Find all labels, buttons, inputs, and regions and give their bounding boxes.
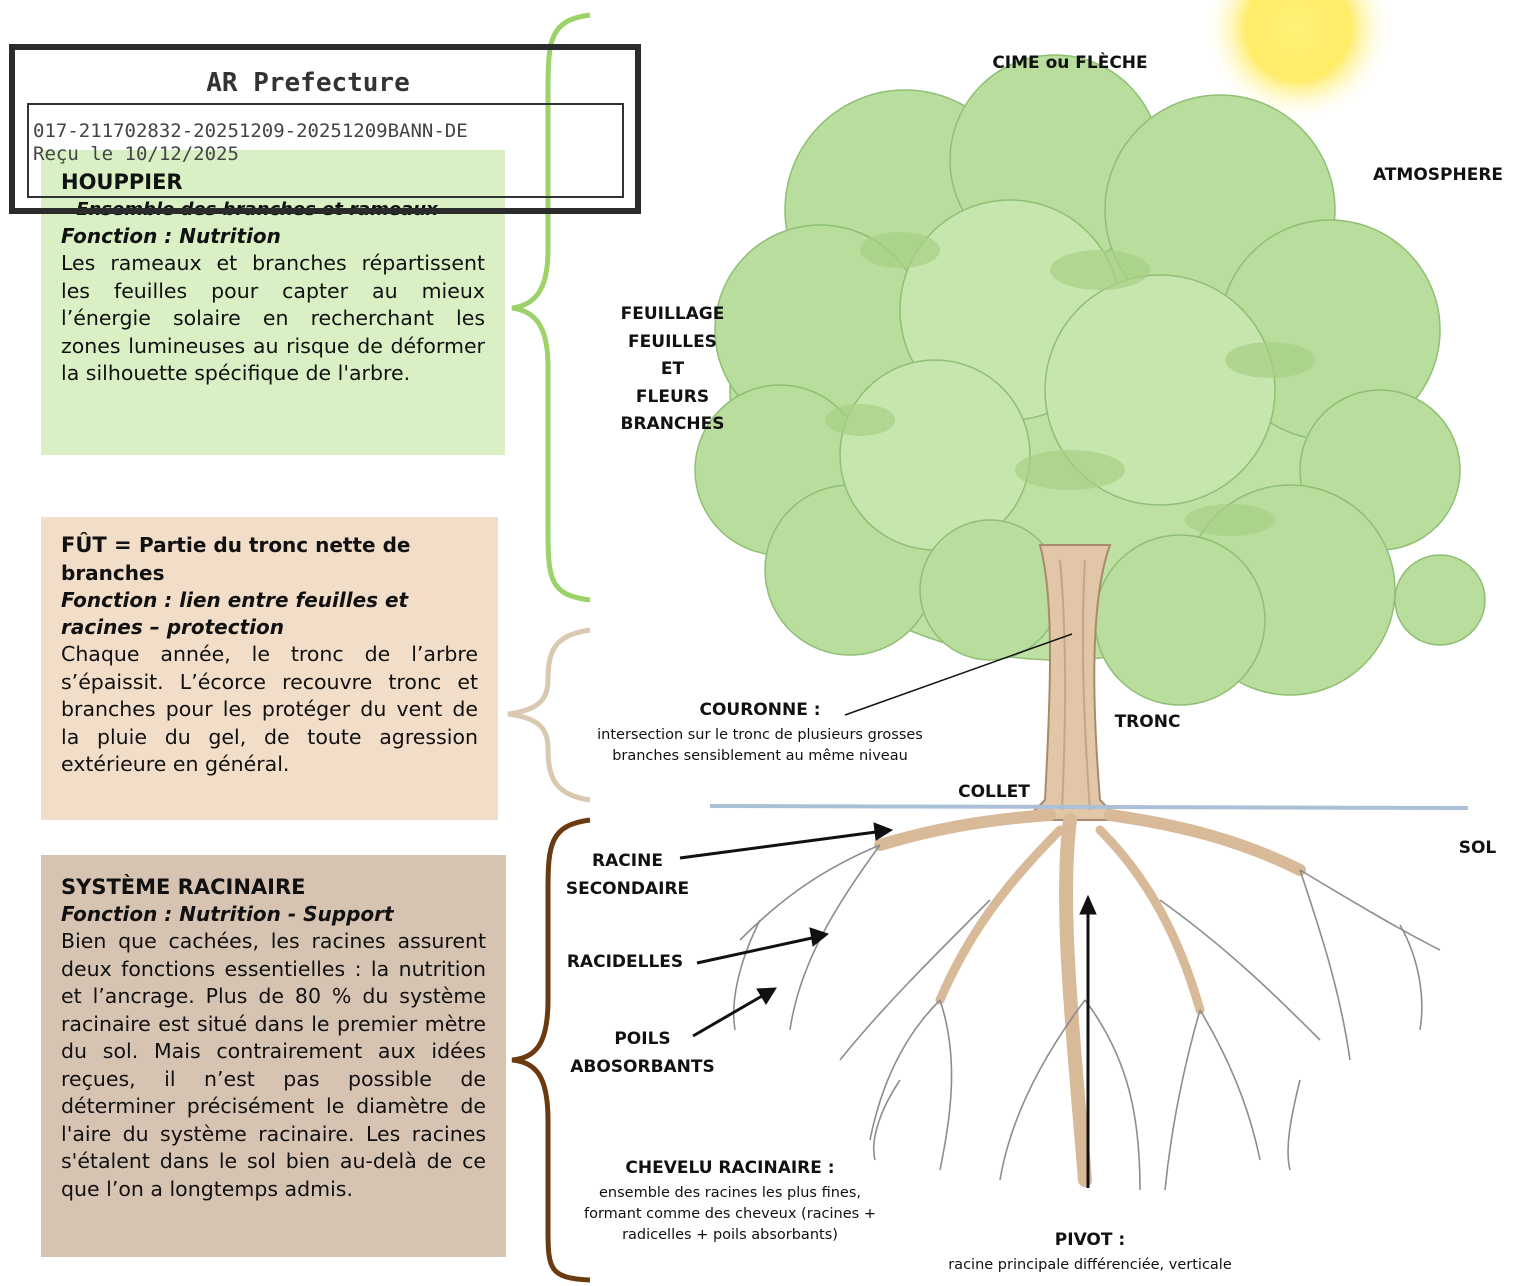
couronne-title: COURONNE : (699, 700, 821, 720)
chevelu-title: CHEVELU RACINAIRE : (625, 1158, 835, 1178)
label-pivot: PIVOT : racine principale différenciée, … (920, 1227, 1260, 1276)
foliage-shading (825, 232, 1315, 536)
fut-fonction: Fonction : lien entre feuilles et racine… (61, 588, 409, 639)
fut-title-rest: Partie du tronc nette de branches (61, 533, 411, 585)
prefecture-stamp (9, 44, 641, 214)
feuillage-line-3: ET (660, 359, 685, 379)
brace-houppier (511, 12, 591, 603)
feuillage-line-2: FEUILLES (628, 331, 717, 352)
fut-text: Chaque année, le tronc de l’arbre s’épai… (61, 642, 478, 776)
label-tronc: TRONC (1114, 712, 1181, 732)
houppier-title: HOUPPIER (61, 170, 183, 194)
main-roots (874, 809, 1306, 1187)
feuillage-line-4: FLEURS (635, 386, 710, 407)
racinaire-box: SYSTÈME RACINAIRE Fonction : Nutrition -… (41, 855, 506, 1257)
houppier-fonction: Fonction : Nutrition (61, 224, 281, 248)
fut-title: FÛT = Partie du tronc nette de branches (61, 531, 478, 587)
houppier-text: Les rameaux et branches répartissent les… (61, 251, 485, 385)
poils-line-1: POILS (614, 1029, 671, 1049)
label-sol: SOL (1458, 838, 1497, 858)
racine-line-1: RACINE (592, 851, 663, 871)
pivot-text: racine principale différenciée, vertical… (948, 1256, 1232, 1273)
label-chevelu: CHEVELU RACINAIRE : ensemble des racines… (560, 1155, 900, 1246)
poils-line-2: ABOSORBANTS (570, 1056, 715, 1077)
chevelu-text-2: formant comme des cheveux (racines + (584, 1205, 876, 1222)
fine-roots (732, 844, 1441, 1191)
sun (1203, 0, 1393, 123)
pivot-title: PIVOT : (1054, 1230, 1126, 1250)
racinaire-title: SYSTÈME RACINAIRE (61, 875, 306, 899)
label-cime: CIME ou FLÈCHE (992, 53, 1148, 73)
feuillage-line-1: FEUILLAGE (620, 304, 725, 324)
brace-fut (507, 627, 591, 803)
chevelu-text-3: radicelles + poils absorbants) (622, 1226, 838, 1243)
label-atmosphere: ATMOSPHERE (1372, 165, 1504, 185)
label-collet: COLLET (958, 782, 1030, 802)
feuillage-line-5: BRANCHES (620, 414, 725, 434)
label-racidelles: RACIDELLES (566, 952, 684, 972)
stamp-received: Reçu le 10/12/2025 (33, 143, 239, 165)
label-racine-secondaire: RACINE SECONDAIRE (555, 848, 700, 903)
stamp-reference: 017-211702832-20251209-20251209BANN-DE (33, 120, 468, 142)
brace-racinaire (511, 817, 591, 1283)
racine-line-2: SECONDAIRE (565, 878, 690, 899)
label-couronne: COURONNE : intersection sur le tronc de … (570, 697, 950, 767)
fut-box: FÛT = Partie du tronc nette de branches … (41, 517, 498, 820)
chevelu-text-1: ensemble des racines les plus fines, (599, 1184, 861, 1201)
ground-line (709, 804, 1469, 810)
fut-title-main: FÛT = (61, 533, 139, 557)
racinaire-text: Bien que cachées, les racines assurent d… (61, 929, 486, 1201)
stamp-inner-frame (27, 103, 624, 198)
couronne-text-1: intersection sur le tronc de plusieurs g… (597, 726, 923, 743)
houppier-box: HOUPPIER – Ensemble des branches et rame… (41, 150, 505, 455)
stamp-title: AR Prefecture (206, 68, 410, 98)
label-feuillage: FEUILLAGE FEUILLES ET FLEURS BRANCHES (600, 301, 745, 439)
racinaire-fonction: Fonction : Nutrition - Support (61, 902, 394, 926)
couronne-text-2: branches sensiblement au même niveau (612, 747, 908, 764)
pointer-lines (679, 633, 1097, 1188)
label-poils: POILS ABOSORBANTS (560, 1026, 725, 1081)
